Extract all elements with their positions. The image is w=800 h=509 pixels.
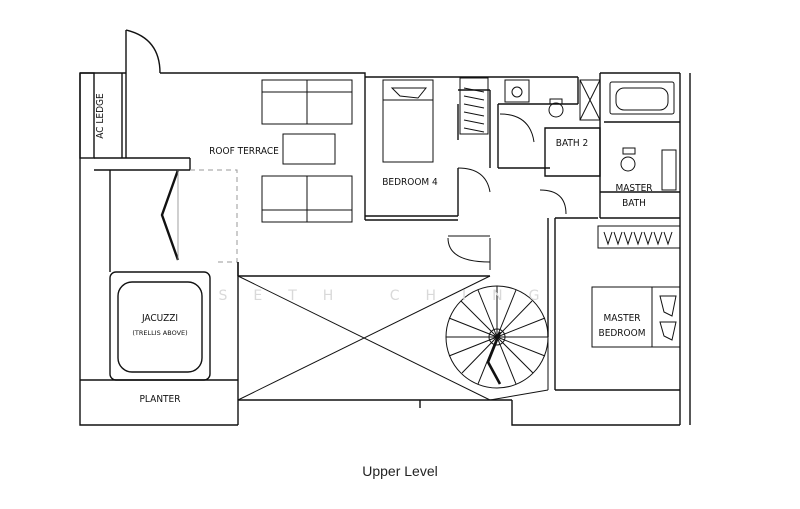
jacuzzi [80,262,239,425]
void-area [237,262,491,408]
plan-caption: Upper Level [362,463,438,479]
folding-door [109,169,180,272]
label-bath-2: BATH 2 [556,138,588,149]
floor-plan: SETH CHING AC LEDGE ROOF TERRACE BEDROOM… [79,29,691,426]
watermark: SETH CHING [218,288,565,304]
label-bedroom-4: BEDROOM 4 [382,177,438,188]
terrace-door [121,29,161,158]
wardrobe-bedroom-4 [459,77,489,135]
label-roof-terrace: ROOF TERRACE [209,146,279,157]
bedroom-4-bed [382,79,434,163]
wardrobe-master [597,225,681,249]
outer-walls [79,30,681,426]
label-ac-ledge: AC LEDGE [95,93,106,139]
label-master-bedroom-1: MASTER [603,313,640,324]
label-jacuzzi: JACUZZI [141,313,178,324]
trellis-outline [190,169,238,263]
label-master-bath-2: BATH [622,198,646,209]
master-bedroom [547,217,681,391]
terrace-furniture [261,79,353,223]
corridor-doors [447,113,567,270]
bedroom-4-walls [365,89,491,221]
label-trellis-note: (TRELLIS ABOVE) [132,329,187,337]
master-bath [599,73,680,219]
label-master-bedroom-2: BEDROOM [599,328,646,339]
label-master-bath-1: MASTER [615,183,652,194]
bath-2 [497,79,601,177]
label-planter: PLANTER [140,394,181,405]
